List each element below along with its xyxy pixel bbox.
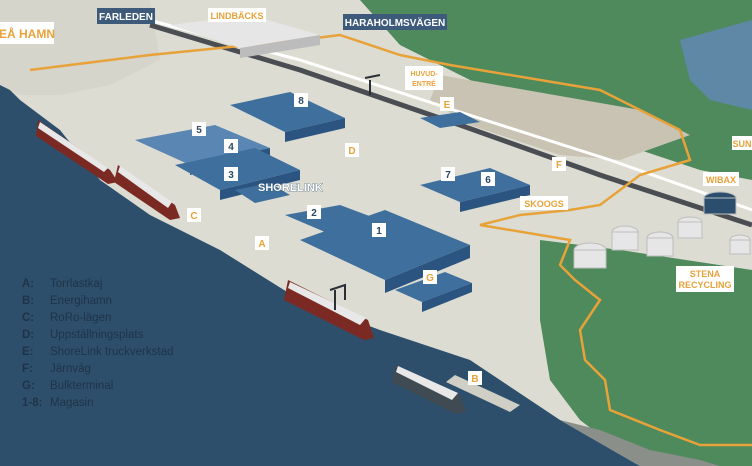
ship-3 xyxy=(284,280,374,340)
legend-row: C: RoRo-lägen xyxy=(22,310,242,327)
legend-key: 1-8: xyxy=(22,397,43,409)
rocky-shore xyxy=(560,420,720,466)
legend-key: D: xyxy=(22,329,35,341)
stena-sign: STENA RECYCLING xyxy=(676,266,734,292)
warehouse-7-6 xyxy=(420,168,530,212)
pin-3: 3 xyxy=(224,167,238,181)
lindbacks-label: LINDBÄCKS xyxy=(211,11,264,21)
huvudentre-label-2: ENTRÉ xyxy=(412,79,436,88)
legend-text: Magasin xyxy=(50,397,94,409)
skoogs-label: SKOOGS xyxy=(524,199,564,209)
skoogs-sign: SKOOGS xyxy=(520,196,568,210)
legend-row: E: ShoreLink truckverkstad xyxy=(22,344,242,361)
huvudentre-label-1: HUVUD- xyxy=(410,71,438,78)
pin-2: 2 xyxy=(307,205,321,219)
legend-row: F: Järnväg xyxy=(22,361,242,378)
legend-row: B: Energihamn xyxy=(22,293,242,310)
stena-label-1: STENA xyxy=(690,269,721,279)
pin-8-label: 8 xyxy=(298,96,304,107)
warehouse-1 xyxy=(300,210,470,293)
road-sign-farleden: FARLEDEN xyxy=(97,8,155,24)
pin-c-label: C xyxy=(190,211,197,222)
pin-f: F xyxy=(552,157,566,171)
pin-5-label: 5 xyxy=(196,125,202,136)
pin-2-label: 2 xyxy=(311,208,317,219)
pin-1-label: 1 xyxy=(376,226,382,237)
pin-4-label: 4 xyxy=(228,142,234,153)
huvudentre-sign: HUVUD- ENTRÉ xyxy=(405,66,443,90)
shorelink-label: SHORELINK xyxy=(258,182,323,194)
legend-text: Järnväg xyxy=(50,363,91,375)
haraholmsvagen-label: HARAHOLMSVÄGEN xyxy=(345,16,446,29)
pin-5: 5 xyxy=(192,122,206,136)
legend-key: C: xyxy=(22,312,35,324)
forest-lower-right xyxy=(540,240,752,466)
warehouse-8 xyxy=(230,92,345,142)
legend-text: Energihamn xyxy=(50,295,113,307)
legend-row: G: Bulkterminal xyxy=(22,378,242,395)
pin-1: 1 xyxy=(372,223,386,237)
farleden-label: FARLEDEN xyxy=(99,12,153,23)
warehouse-lindbacks xyxy=(170,15,320,58)
warehouse-g xyxy=(395,272,472,312)
pin-b-label: B xyxy=(471,374,478,385)
road-sign-haraholmsvagen: HARAHOLMSVÄGEN xyxy=(343,14,447,30)
port-boundary xyxy=(29,33,752,447)
wibax-label: WIBAX xyxy=(706,175,736,185)
legend-text: Bulkterminal xyxy=(50,380,114,392)
legend-key: B: xyxy=(22,295,35,307)
pin-3-label: 3 xyxy=(228,170,234,181)
pin-g: G xyxy=(423,270,437,284)
ship-1 xyxy=(36,120,118,184)
crane-2 xyxy=(364,74,381,95)
industrial-yard xyxy=(430,75,690,160)
pin-7: 7 xyxy=(441,167,455,181)
legend-text: Torrlastkaj xyxy=(50,278,103,290)
pin-4: 4 xyxy=(224,139,238,153)
lindbacks-sign: LINDBÄCKS xyxy=(208,8,266,22)
harbor-label: EÅ HAMN xyxy=(0,26,55,41)
legend-text: Uppställningsplats xyxy=(50,329,144,341)
pin-6: 6 xyxy=(481,172,495,186)
warehouse-shorelink xyxy=(235,183,290,203)
pin-e-label: E xyxy=(444,100,451,111)
sun-sign: SUN xyxy=(732,136,752,150)
legend-row: D: Uppställningsplats xyxy=(22,327,242,344)
pin-8: 8 xyxy=(294,93,308,107)
harbor-sign: EÅ HAMN xyxy=(0,22,55,44)
legend-key: G: xyxy=(22,380,35,392)
pier-b xyxy=(446,375,520,412)
storage-tanks xyxy=(573,191,751,269)
wibax-sign: WIBAX xyxy=(703,172,739,186)
pin-6-label: 6 xyxy=(485,175,491,186)
pin-7-label: 7 xyxy=(445,170,451,181)
legend-text: ShoreLink truckverkstad xyxy=(50,346,174,358)
legend-text: RoRo-lägen xyxy=(50,312,112,324)
stena-label-2: RECYCLING xyxy=(678,280,731,290)
legend-key: A: xyxy=(22,278,35,290)
pin-c: C xyxy=(187,208,201,222)
pin-a: A xyxy=(255,236,269,250)
lake xyxy=(680,20,752,110)
pin-d-label: D xyxy=(348,146,355,157)
pin-a-label: A xyxy=(258,239,265,250)
crane-1 xyxy=(329,283,346,310)
pin-b: B xyxy=(468,371,482,385)
building-e xyxy=(420,112,480,128)
legend-row: A: Torrlastkaj xyxy=(22,276,242,293)
ship-4 xyxy=(392,365,466,414)
ship-2 xyxy=(114,165,180,220)
legend-key: F: xyxy=(22,363,33,375)
legend-key: E: xyxy=(22,346,34,358)
legend-row: 1-8: Magasin xyxy=(22,395,242,412)
pin-g-label: G xyxy=(426,273,434,284)
pin-f-label: F xyxy=(556,160,562,171)
pin-e: E xyxy=(440,97,454,111)
pin-d: D xyxy=(345,143,359,157)
sun-label: SUN xyxy=(732,139,751,149)
